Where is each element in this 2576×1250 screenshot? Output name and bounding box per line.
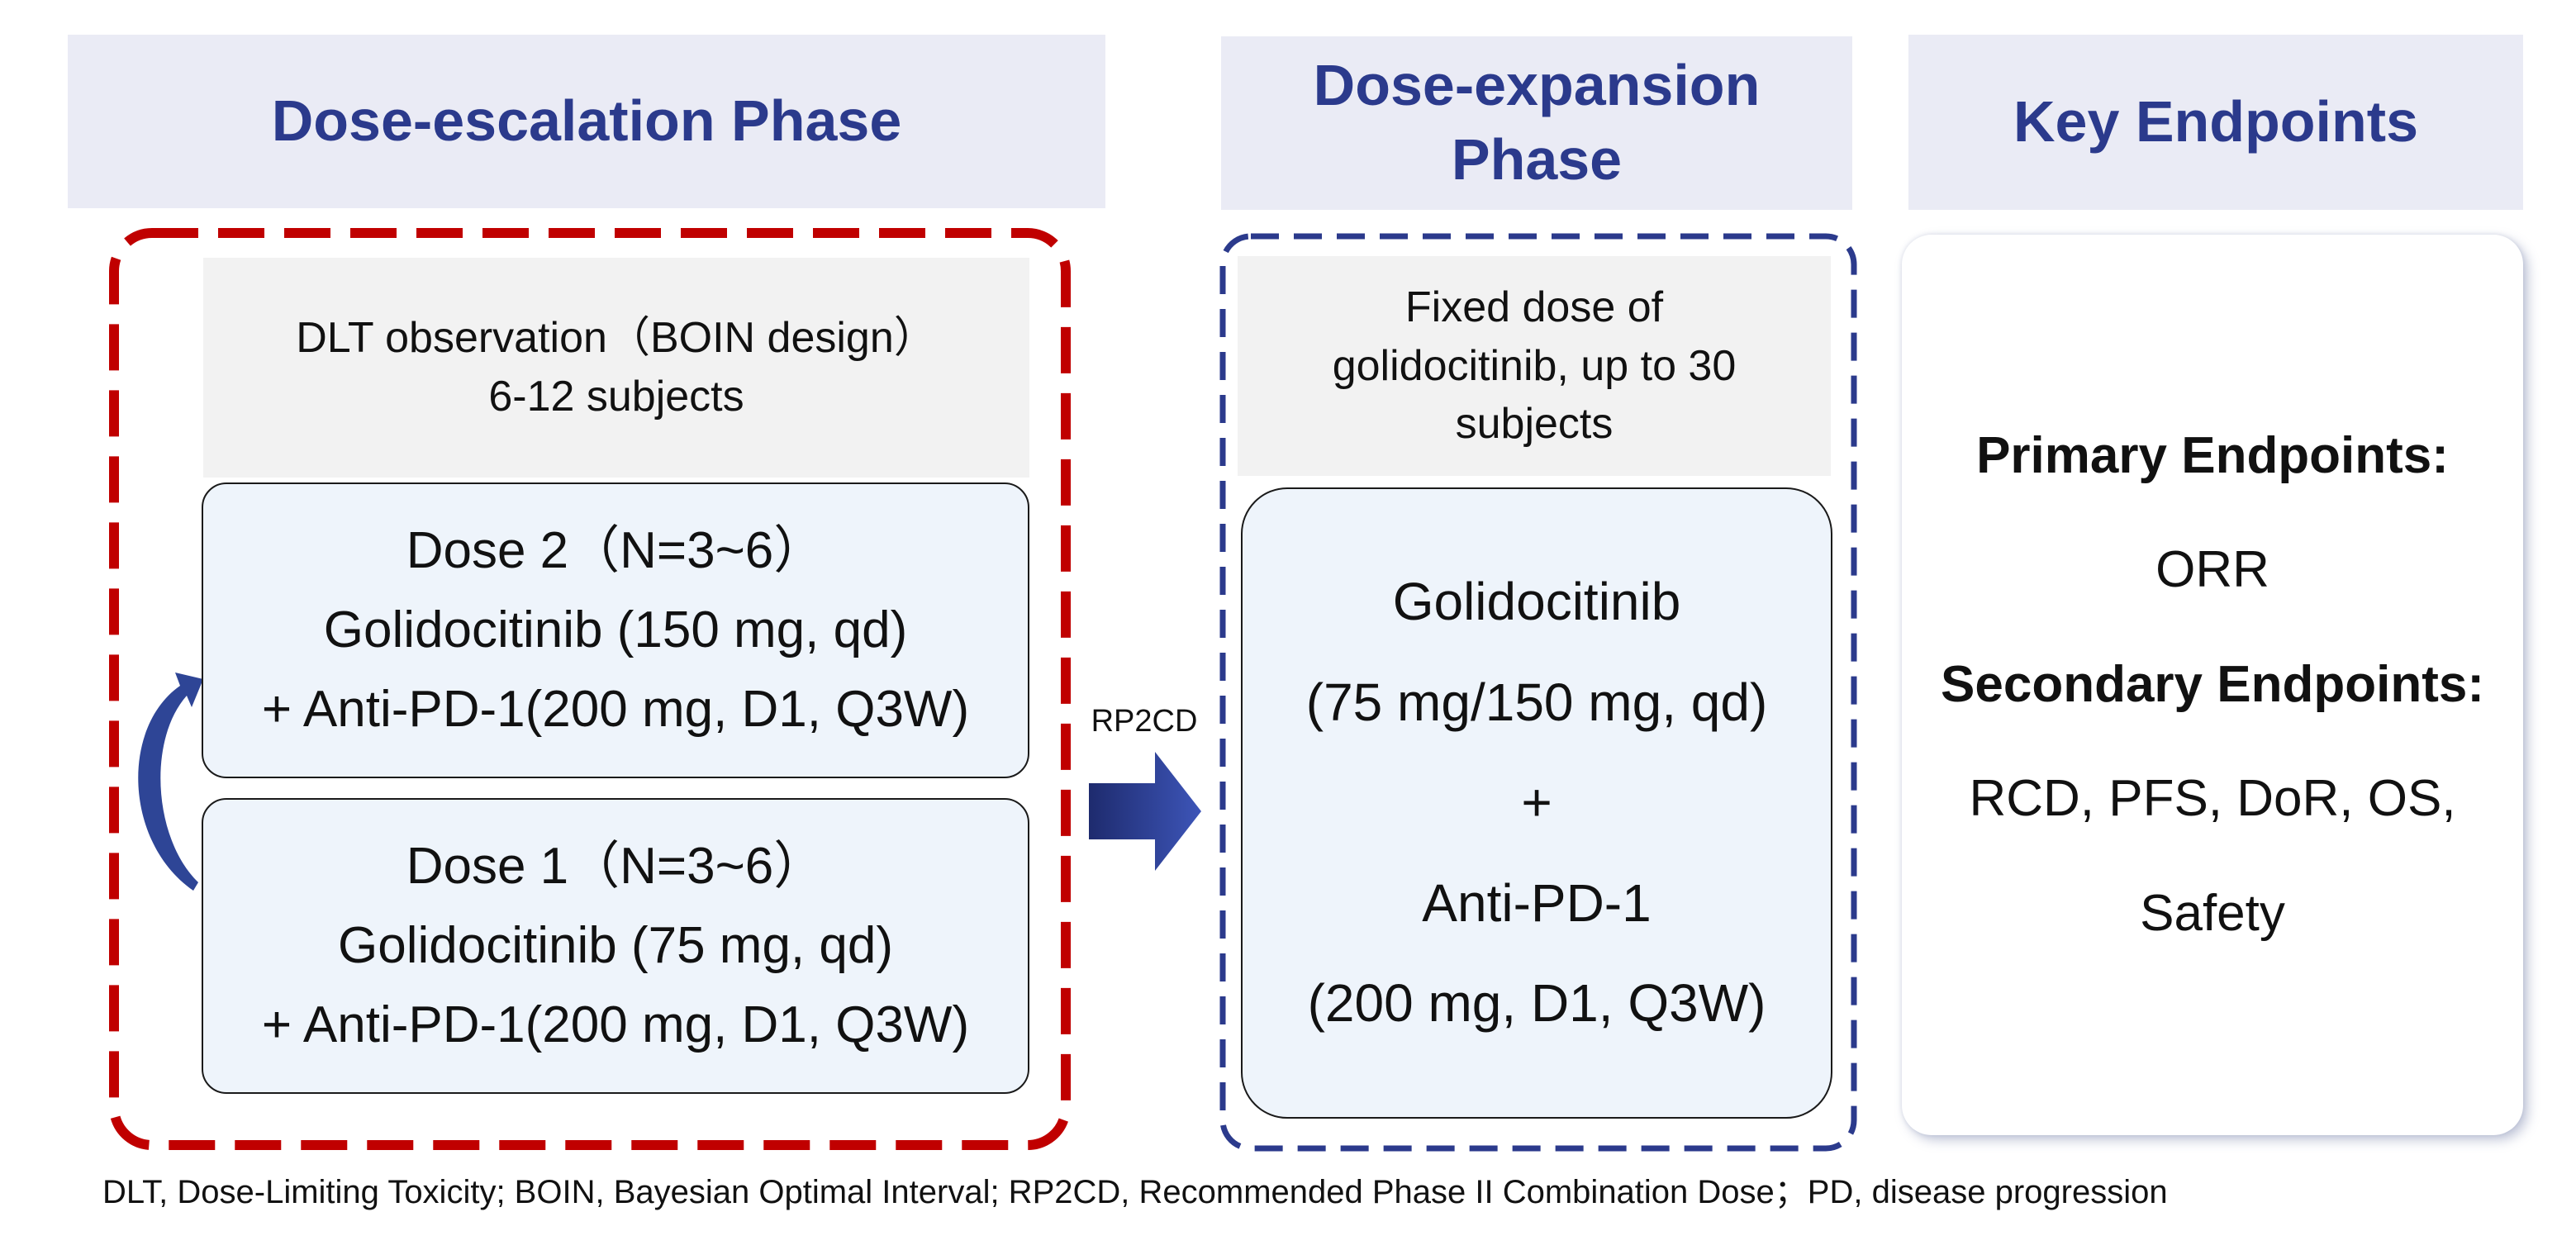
dlt-observation-line2: 6-12 subjects [488, 373, 744, 421]
header-dose-escalation-text: Dose-escalation Phase [271, 88, 902, 154]
expansion-description-box: Fixed dose of golidocitinib, up to 30 su… [1238, 256, 1831, 476]
dlt-observation-box: DLT observation（BOIN design） 6-12 subjec… [203, 258, 1029, 478]
dose1-box: Dose 1（N=3~6） Golidocitinib (75 mg, qd) … [202, 798, 1029, 1094]
expansion-plus: + [1521, 772, 1552, 833]
dose-step-curved-arrow-icon [138, 673, 203, 891]
dose2-drug: Golidocitinib (150 mg, qd) [323, 601, 908, 658]
expansion-dashed-frame [1219, 233, 1857, 1152]
secondary-endpoints-label: Secondary Endpoints: [1941, 655, 2484, 713]
dose2-box: Dose 2（N=3~6） Golidocitinib (150 mg, qd)… [202, 482, 1029, 778]
dose2-combo: + Anti-PD-1(200 mg, D1, Q3W) [261, 681, 970, 739]
expansion-combo: Anti-PD-1 [1422, 872, 1652, 933]
secondary-endpoints-line1: RCD, PFS, DoR, OS, [1969, 770, 2456, 828]
expansion-combo-dose: (200 mg, D1, Q3W) [1307, 973, 1766, 1034]
expansion-drug-dose: (75 mg/150 mg, qd) [1305, 672, 1768, 732]
dose2-title: Dose 2（N=3~6） [406, 521, 825, 579]
rp2cd-arrow-icon [1089, 752, 1201, 871]
dose1-title: Dose 1（N=3~6） [406, 837, 825, 895]
secondary-endpoints-line2: Safety [2140, 884, 2285, 942]
header-dose-escalation: Dose-escalation Phase [68, 35, 1105, 208]
primary-endpoints-label: Primary Endpoints: [1976, 426, 2449, 484]
key-endpoints-card: Primary Endpoints: ORR Secondary Endpoin… [1902, 235, 2523, 1135]
expansion-desc-line2: golidocitinib, up to 30 [1332, 341, 1737, 390]
header-dose-expansion: Dose-expansion Phase [1221, 36, 1852, 210]
dose1-combo: + Anti-PD-1(200 mg, D1, Q3W) [261, 996, 970, 1054]
escalation-dashed-frame [109, 228, 1071, 1150]
expansion-regimen-box: Golidocitinib (75 mg/150 mg, qd) + Anti-… [1241, 487, 1832, 1119]
dlt-observation-line1: DLT observation（BOIN design） [296, 314, 937, 363]
rp2cd-label: RP2CD [1091, 704, 1198, 739]
header-dose-expansion-line1: Dose-expansion [1313, 53, 1761, 118]
dose1-drug: Golidocitinib (75 mg, qd) [338, 916, 893, 974]
expansion-desc-line3: subjects [1455, 400, 1614, 449]
header-dose-expansion-line2: Phase [1451, 127, 1623, 192]
primary-endpoints-value: ORR [2155, 541, 2269, 599]
expansion-drug: Golidocitinib [1392, 572, 1681, 632]
abbreviations-footnote: DLT, Dose-Limiting Toxicity; BOIN, Bayes… [102, 1174, 2168, 1210]
header-key-endpoints: Key Endpoints [1908, 35, 2523, 210]
expansion-desc-line1: Fixed dose of [1404, 283, 1664, 331]
header-key-endpoints-text: Key Endpoints [2013, 89, 2419, 154]
